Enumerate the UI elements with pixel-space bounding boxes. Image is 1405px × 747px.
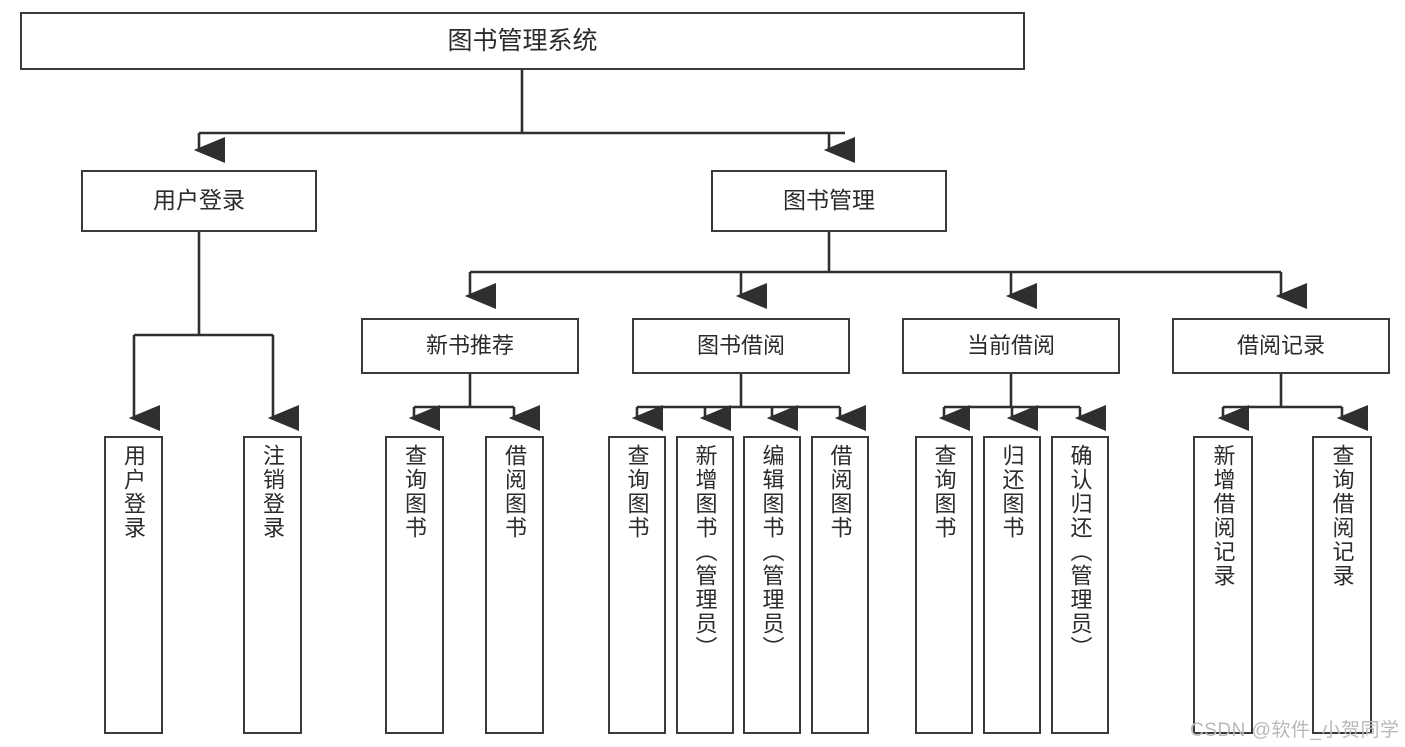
leaf-borrow-add-book-admin[interactable]: 新增图书（管理员） xyxy=(676,436,734,734)
node-label: 确认归还（管理员） xyxy=(1067,444,1093,660)
node-label: 新增借阅记录 xyxy=(1210,444,1236,588)
node-book-manage[interactable]: 图书管理 xyxy=(711,170,947,232)
leaf-recommend-query-book[interactable]: 查询图书 xyxy=(385,436,444,734)
leaf-borrow-borrow-book[interactable]: 借阅图书 xyxy=(811,436,869,734)
node-label: 图书借阅 xyxy=(696,332,785,358)
node-label: 查询图书 xyxy=(624,444,650,540)
node-borrow-record[interactable]: 借阅记录 xyxy=(1172,318,1390,374)
node-label: 图书管理系统 xyxy=(447,27,598,55)
leaf-user-login[interactable]: 用户登录 xyxy=(104,436,163,734)
node-label: 查询图书 xyxy=(931,444,957,540)
node-label: 新书推荐 xyxy=(425,332,514,358)
node-user-login[interactable]: 用户登录 xyxy=(81,170,317,232)
node-label: 图书管理 xyxy=(783,187,875,214)
watermark: CSDN @软件_小贺同学 xyxy=(1190,720,1400,741)
node-label: 查询借阅记录 xyxy=(1329,444,1355,588)
node-label: 编辑图书（管理员） xyxy=(759,444,785,660)
node-book-borrow[interactable]: 图书借阅 xyxy=(632,318,850,374)
leaf-user-logout[interactable]: 注销登录 xyxy=(243,436,302,734)
node-label: 注销登录 xyxy=(260,444,286,540)
node-label: 借阅图书 xyxy=(827,444,853,540)
node-label: 用户登录 xyxy=(121,444,147,540)
leaf-borrow-edit-book-admin[interactable]: 编辑图书（管理员） xyxy=(743,436,801,734)
node-current-borrow[interactable]: 当前借阅 xyxy=(902,318,1120,374)
leaf-borrow-query-book[interactable]: 查询图书 xyxy=(608,436,666,734)
node-label: 查询图书 xyxy=(402,444,428,540)
node-label: 借阅图书 xyxy=(502,444,528,540)
node-new-book-recommend[interactable]: 新书推荐 xyxy=(361,318,579,374)
leaf-current-query-book[interactable]: 查询图书 xyxy=(915,436,973,734)
node-label: 归还图书 xyxy=(999,444,1025,540)
node-label: 借阅记录 xyxy=(1236,332,1325,358)
leaf-current-confirm-return-admin[interactable]: 确认归还（管理员） xyxy=(1051,436,1109,734)
node-label: 当前借阅 xyxy=(966,332,1055,358)
leaf-record-add-borrow-record[interactable]: 新增借阅记录 xyxy=(1193,436,1253,734)
leaf-recommend-borrow-book[interactable]: 借阅图书 xyxy=(485,436,544,734)
node-root-system[interactable]: 图书管理系统 xyxy=(20,12,1025,70)
node-label: 新增图书（管理员） xyxy=(692,444,718,660)
node-label: 用户登录 xyxy=(153,187,245,214)
leaf-current-return-book[interactable]: 归还图书 xyxy=(983,436,1041,734)
leaf-record-query-borrow-record[interactable]: 查询借阅记录 xyxy=(1312,436,1372,734)
